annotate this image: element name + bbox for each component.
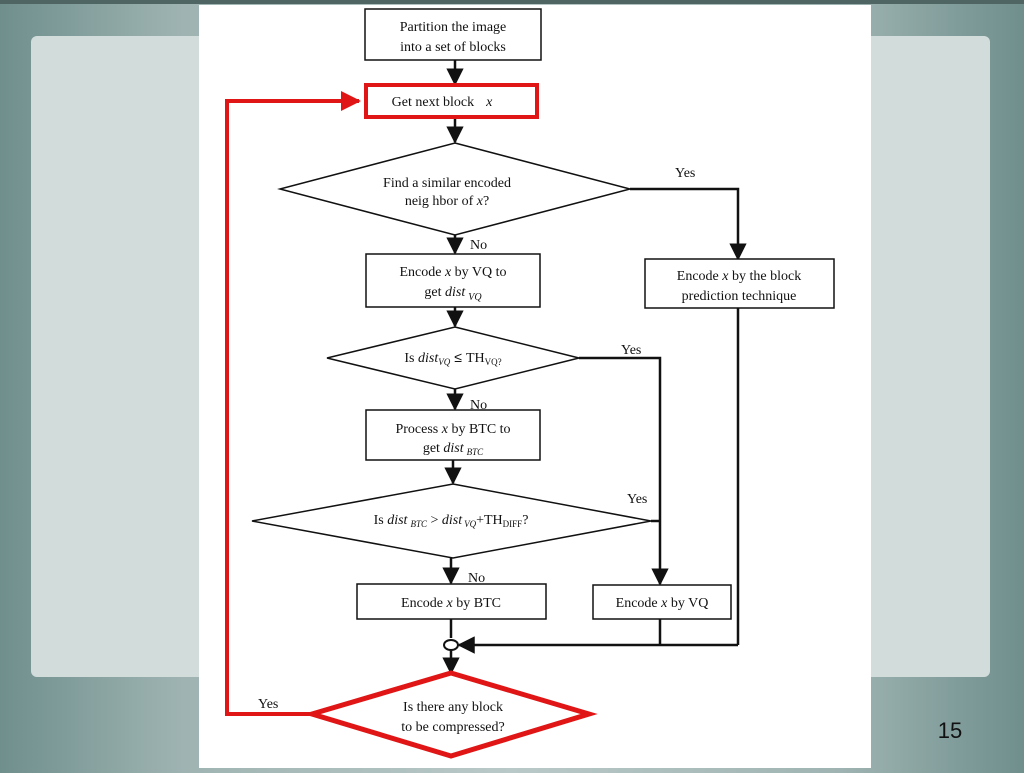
dist-vq-threshold-label: Is distVQ≤THVQ? bbox=[404, 349, 501, 367]
partition-box: Partition the image into a set of blocks bbox=[364, 8, 542, 61]
flowchart: Partition the image into a set of blocks… bbox=[225, 8, 835, 759]
encode-vq-box: Encode x by VQ bbox=[592, 584, 732, 620]
page-number: 15 bbox=[937, 718, 963, 743]
top-border bbox=[0, 0, 1024, 4]
block-prediction-box: Encode x by the block prediction techniq… bbox=[644, 258, 835, 309]
find-yes-label: Yes bbox=[675, 166, 695, 181]
vq-yes-label: Yes bbox=[621, 343, 641, 358]
block-pred-line1: Encode x by the block bbox=[677, 269, 801, 284]
process-btc-line1: Process x by BTC to bbox=[395, 422, 510, 437]
dist-vq-threshold-diamond: Is distVQ≤THVQ? bbox=[326, 326, 580, 390]
find-no-label: No bbox=[470, 238, 487, 253]
encode-vq-line1: Encode x by VQ to bbox=[399, 265, 506, 280]
loop-yes-label: Yes bbox=[258, 697, 278, 712]
arrow-find-yes bbox=[630, 187, 747, 261]
block-pred-line2: prediction technique bbox=[682, 289, 797, 304]
encode-btc-label: Encode x by BTC bbox=[401, 596, 501, 611]
partition-line2: into a set of blocks bbox=[400, 40, 506, 55]
partition-line1: Partition the image bbox=[400, 20, 507, 35]
find-line2: neig hbor of x? bbox=[405, 194, 489, 209]
find-neighbor-diamond: Find a similar encoded neig hbor of x? bbox=[277, 142, 633, 236]
find-line1: Find a similar encoded bbox=[383, 176, 511, 191]
btc-no-label: No bbox=[468, 571, 485, 586]
encode-vq-label: Encode x by VQ bbox=[616, 596, 709, 611]
any-block-line1: Is there any block bbox=[403, 700, 503, 715]
arrow-vq-yes bbox=[579, 356, 669, 586]
loop-back-arrow bbox=[225, 91, 361, 716]
merge-node bbox=[443, 639, 459, 651]
figure-page: Partition the image into a set of blocks… bbox=[199, 5, 871, 768]
btc-yes-label: Yes bbox=[627, 492, 647, 507]
any-block-line2: to be compressed? bbox=[401, 720, 504, 735]
any-block-diamond: Is there any block to be compressed? bbox=[303, 670, 598, 759]
encode-btc-box: Encode x by BTC bbox=[356, 583, 547, 620]
